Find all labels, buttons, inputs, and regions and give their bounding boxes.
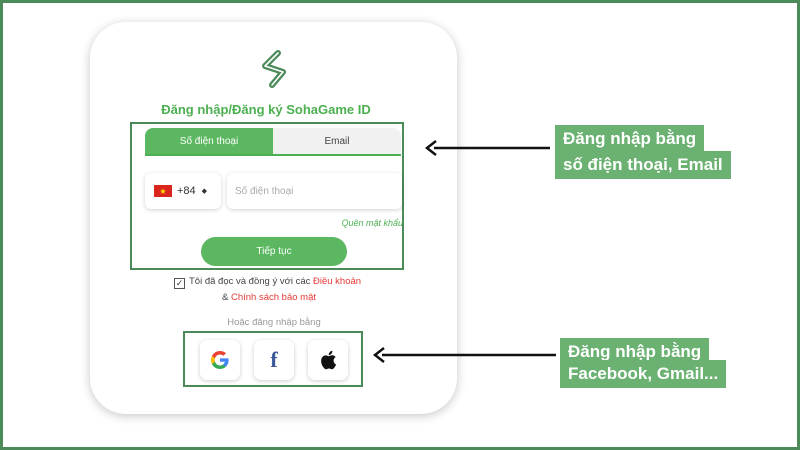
facebook-icon: f <box>270 347 278 372</box>
facebook-login-button[interactable]: f <box>254 340 294 380</box>
tab-email[interactable]: Email <box>273 128 401 154</box>
or-login-with-label: Hoặc đăng nhập bằng <box>227 317 321 328</box>
annotation-social-line2: Facebook, Gmail... <box>560 360 727 388</box>
continue-button[interactable]: Tiếp tục <box>201 237 347 266</box>
ampersand-text: & <box>222 292 229 303</box>
google-icon <box>211 351 229 369</box>
forgot-password-link[interactable]: Quên mật khẩu <box>341 218 403 228</box>
sohagame-logo-icon <box>262 50 286 88</box>
agree-text: Tôi đã đọc và đồng ý với các <box>189 276 311 287</box>
country-code-select[interactable]: ★ +84 ◆ <box>145 173 221 209</box>
arrow-to-social-login-icon <box>372 347 556 363</box>
country-code-value: +84 <box>177 185 196 197</box>
vietnam-flag-icon: ★ <box>154 185 172 197</box>
terms-link[interactable]: Điều khoản <box>313 276 362 287</box>
updown-caret-icon: ◆ <box>201 188 208 195</box>
tab-phone[interactable]: Số điện thoại <box>145 128 273 154</box>
phone-input[interactable] <box>227 173 402 209</box>
terms-agreement: ✓ Tôi đã đọc và đồng ý với các Điều khoản… <box>174 274 384 306</box>
annotation-phone-email-line2: số điện thoại, Email <box>555 151 731 179</box>
phone-login-highlight-box <box>130 122 404 270</box>
agree-checkbox[interactable]: ✓ <box>174 278 185 289</box>
arrow-to-phone-login-icon <box>424 140 550 156</box>
page-title: Đăng nhập/Đăng ký SohaGame ID <box>161 102 371 117</box>
login-method-tabs: Số điện thoại Email <box>145 128 401 156</box>
google-login-button[interactable] <box>200 340 240 380</box>
privacy-link[interactable]: Chính sách bảo mật <box>230 292 317 303</box>
annotation-phone-email-line1: Đăng nhập bằng <box>555 125 705 153</box>
social-login-highlight-box <box>183 331 363 387</box>
apple-icon <box>321 350 337 370</box>
apple-login-button[interactable] <box>308 340 348 380</box>
